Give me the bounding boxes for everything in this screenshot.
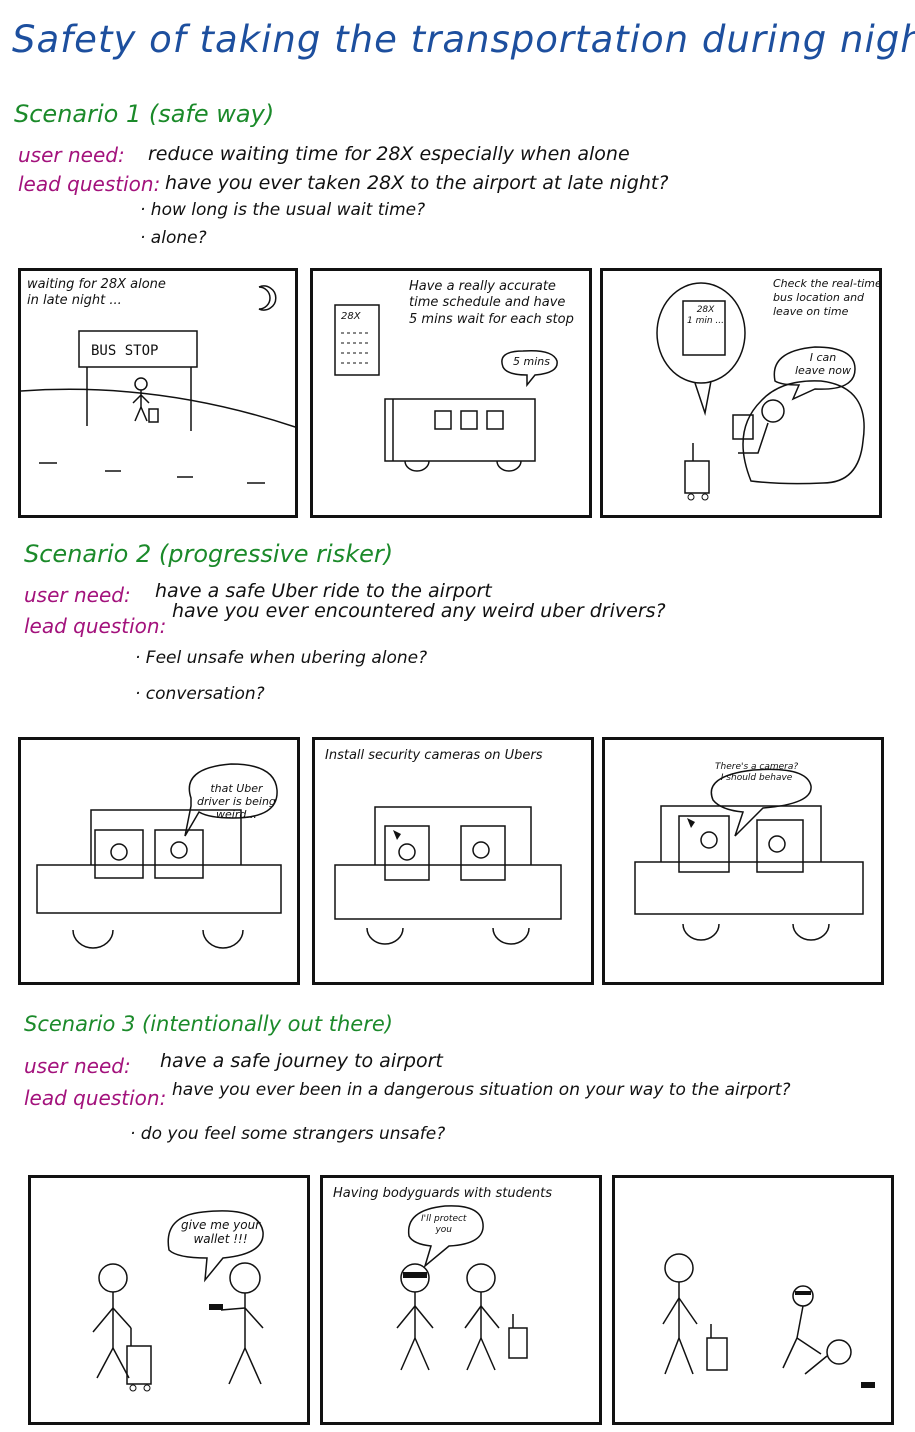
moon-icon (258, 285, 277, 311)
bodyguard-protecting-drawing (662, 1253, 875, 1388)
speech-bubble: 5 mins (513, 355, 550, 368)
scenario-1-user-need: reduce waiting time for 28X especially w… (148, 143, 630, 165)
scenario-3-bullet: · do you feel some strangers unsafe? (130, 1124, 446, 1144)
scenario-2-heading: Scenario 2 (progressive risker) (24, 540, 394, 568)
bus-schedule-drawing (334, 304, 558, 472)
speech-bubble: There's a camera?I should behave (715, 762, 799, 783)
scenario-2-user-need: have a safe Uber ride to the airport (155, 580, 492, 602)
scenario-2-lead-label: lead question: (24, 614, 167, 638)
bus-stop-drawing (21, 285, 295, 484)
scenario-2-panel-2: Install security cameras on Ubers (312, 737, 594, 985)
scenario-1-heading: Scenario 1 (safe way) (14, 100, 275, 128)
behaving-driver-drawing (634, 768, 864, 941)
scenario-1-bullet: · how long is the usual wait time? (140, 200, 426, 220)
uber-car-drawing (36, 763, 282, 949)
gun-icon (209, 1304, 223, 1310)
scenario-3-user-need-label: user need: (24, 1054, 131, 1078)
scenario-2-user-need-label: user need: (24, 583, 131, 607)
scenario-3-panel-2: Having bodyguards with students I'll pro… (320, 1175, 602, 1425)
scenario-2-panel-3: There's a camera?I should behave (602, 737, 884, 985)
bodyguard-drawing (396, 1205, 528, 1371)
scenario-3-panel-3 (612, 1175, 894, 1425)
camera-icon (687, 818, 695, 828)
camera-car-drawing (334, 806, 562, 945)
panel-caption: Install security cameras on Ubers (325, 748, 543, 763)
scenario-1-lead-label: lead question: (18, 172, 161, 196)
robbery-drawing (92, 1210, 264, 1392)
scenario-2-bullet: · conversation? (135, 684, 265, 704)
gun-icon (861, 1382, 875, 1388)
panel-caption: Having bodyguards with students (333, 1186, 552, 1201)
sunglasses-icon (403, 1272, 427, 1278)
scenario-2-bullet: · Feel unsafe when ubering alone? (135, 648, 428, 668)
sunglasses-icon (795, 1291, 811, 1295)
scenario-1-user-need-label: user need: (18, 143, 125, 167)
schedule-label: 28X (341, 311, 361, 322)
scenario-2-lead-question: have you ever encountered any weird uber… (172, 600, 666, 622)
scenario-1-bullet: · alone? (140, 228, 207, 248)
camera-icon (393, 830, 401, 840)
bus-stop-sign: BUS STOP (91, 343, 159, 359)
scenario-3-heading: Scenario 3 (intentionally out there) (24, 1012, 393, 1036)
real-time-check-drawing (656, 282, 865, 501)
scenario-3-lead-label: lead question: (24, 1086, 167, 1110)
scenario-3-user-need: have a safe journey to airport (160, 1050, 443, 1072)
page-title: Safety of taking the transportation duri… (12, 18, 915, 61)
scenario-1-lead-question: have you ever taken 28X to the airport a… (165, 172, 669, 194)
scenario-3-lead-question: have you ever been in a dangerous situat… (172, 1080, 791, 1100)
